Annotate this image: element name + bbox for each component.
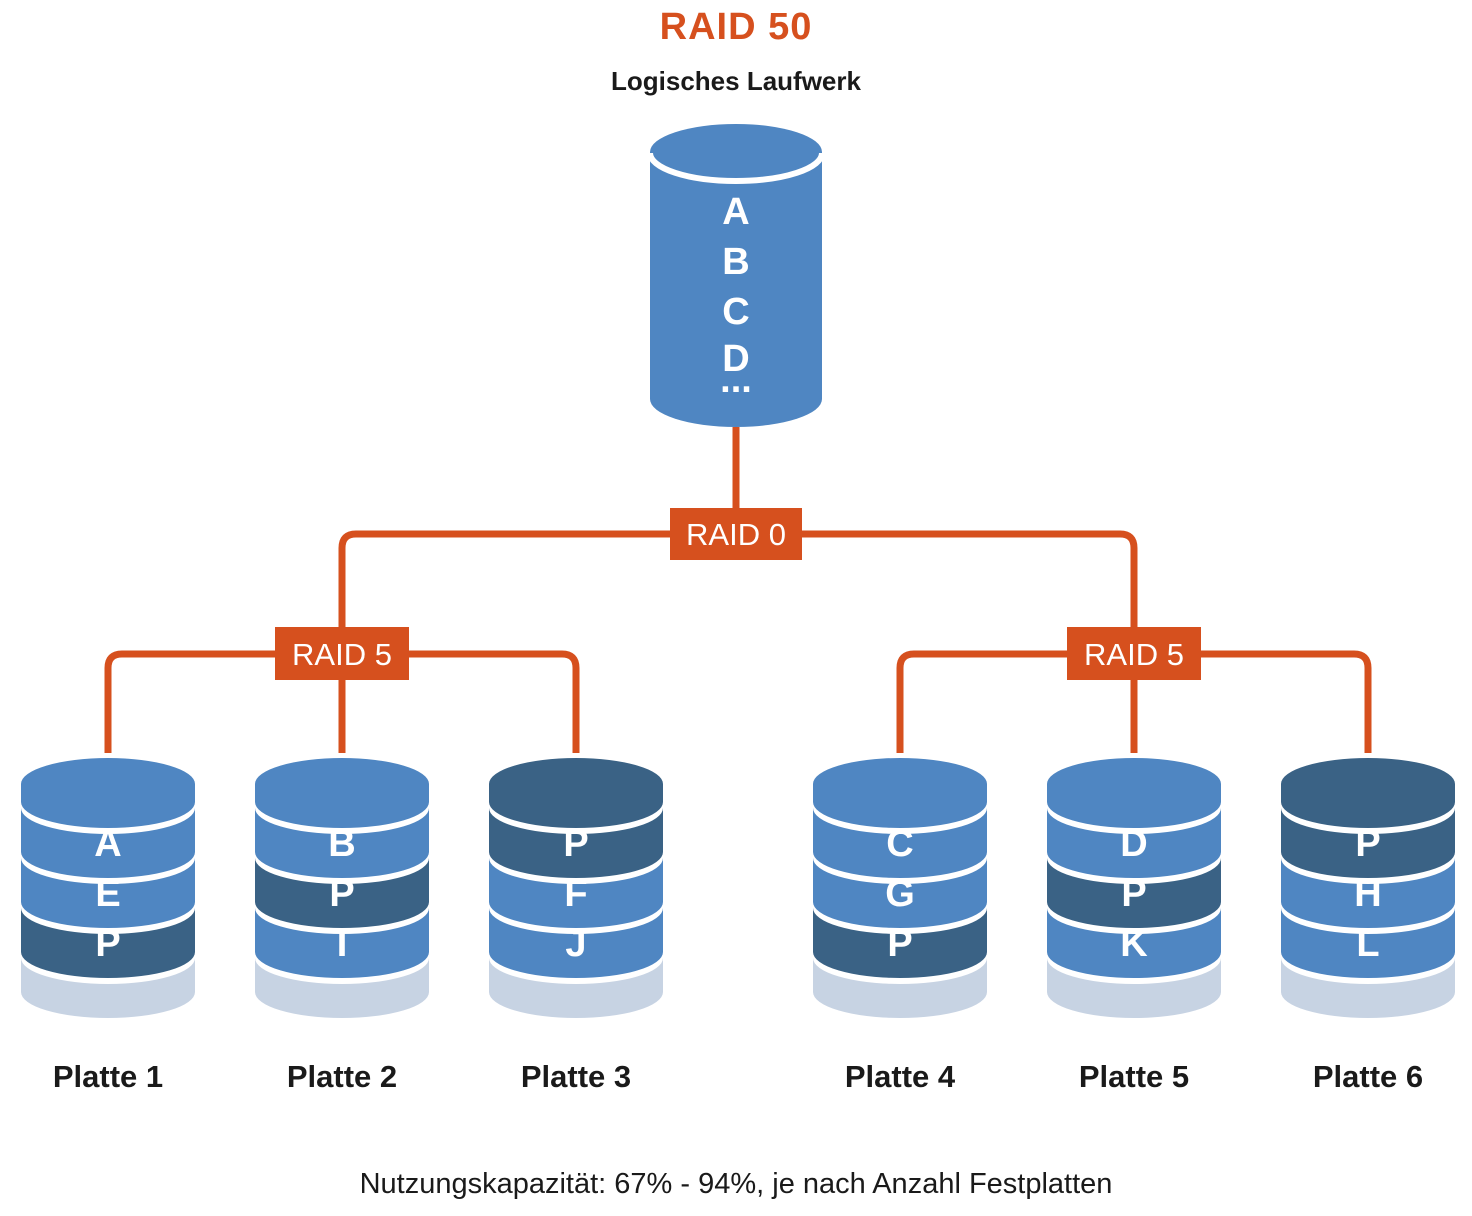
connector-lines <box>104 427 1372 753</box>
disk-name-label: Platte 4 <box>845 1059 956 1094</box>
page-title: RAID 50 <box>659 6 813 48</box>
segment-letter: A <box>94 823 121 865</box>
segment-letter: P <box>1355 823 1380 865</box>
segment-letter: P <box>1121 873 1146 915</box>
disk-lid <box>1281 758 1455 828</box>
raid5-right-node: RAID 5 <box>1067 627 1201 680</box>
disk-lid <box>21 758 195 828</box>
segment-letter: I <box>337 923 348 965</box>
raid5-left-label: RAID 5 <box>292 637 392 672</box>
disk-lid <box>489 758 663 828</box>
drive-block-ellipsis: ... <box>720 359 752 401</box>
disk-name-label: Platte 6 <box>1313 1059 1423 1094</box>
segment-letter: J <box>565 923 586 965</box>
connector-raid0-to-raid5-right <box>802 530 1138 627</box>
disk-lid <box>255 758 429 828</box>
segment-letter: E <box>95 873 120 915</box>
raid5-left-node: RAID 5 <box>275 627 409 680</box>
segment-letter: L <box>1356 923 1379 965</box>
connector-raid5r-to-disk4 <box>896 650 1067 753</box>
segment-letter: H <box>1354 873 1381 915</box>
raid5-right-label: RAID 5 <box>1084 637 1184 672</box>
drive-block-letter: D <box>722 338 749 380</box>
connector-raid0-to-raid5-left <box>338 530 670 627</box>
segment-letter: P <box>95 923 120 965</box>
disk-name-label: Platte 3 <box>521 1059 631 1094</box>
drive-block-letter: C <box>722 291 749 333</box>
segment-letter: F <box>564 873 587 915</box>
logical-drive-title: Logisches Laufwerk <box>611 66 861 96</box>
segment-letter: D <box>1120 823 1147 865</box>
segment-letter: G <box>885 873 915 915</box>
raid5-right-box <box>1067 627 1201 680</box>
disk-platte-5: D P K Platte 5 <box>1047 758 1221 1094</box>
disk-platte-2: B P I Platte 2 <box>255 758 429 1094</box>
disk-platte-3: P F J Platte 3 <box>489 758 663 1094</box>
raid0-label: RAID 0 <box>686 517 786 552</box>
segment-letter: P <box>329 873 354 915</box>
disk-platte-6: P H L Platte 6 <box>1281 758 1455 1094</box>
segment-letter: P <box>563 823 588 865</box>
disk-lid <box>1047 758 1221 828</box>
raid0-node: RAID 0 <box>670 508 802 560</box>
logical-drive-cylinder: A B C D ... <box>647 124 825 427</box>
disk-name-label: Platte 5 <box>1079 1059 1189 1094</box>
disk-platte-4: C G P Platte 4 <box>813 758 987 1094</box>
drive-block-letter: B <box>722 241 749 283</box>
capacity-caption: Nutzungskapazität: 67% - 94%, je nach An… <box>359 1168 1113 1200</box>
connector-raid5l-to-disk1 <box>104 650 275 753</box>
segment-letter: P <box>887 923 912 965</box>
raid0-box <box>670 508 802 560</box>
cylinder-body <box>650 124 822 427</box>
segment-letter: B <box>328 823 355 865</box>
disk-name-label: Platte 2 <box>287 1059 397 1094</box>
cylinder-rim-line <box>647 152 825 184</box>
raid5-left-box <box>275 627 409 680</box>
segment-letter: K <box>1120 923 1148 965</box>
segment-letter: C <box>886 823 913 865</box>
disk-lid <box>813 758 987 828</box>
disk-name-label: Platte 1 <box>53 1059 163 1094</box>
connector-raid5l-to-disk3 <box>409 650 580 753</box>
connector-raid5r-to-disk6 <box>1201 650 1372 753</box>
drive-block-letter: A <box>722 191 749 233</box>
disk-platte-1: A E P Platte 1 <box>21 758 195 1094</box>
